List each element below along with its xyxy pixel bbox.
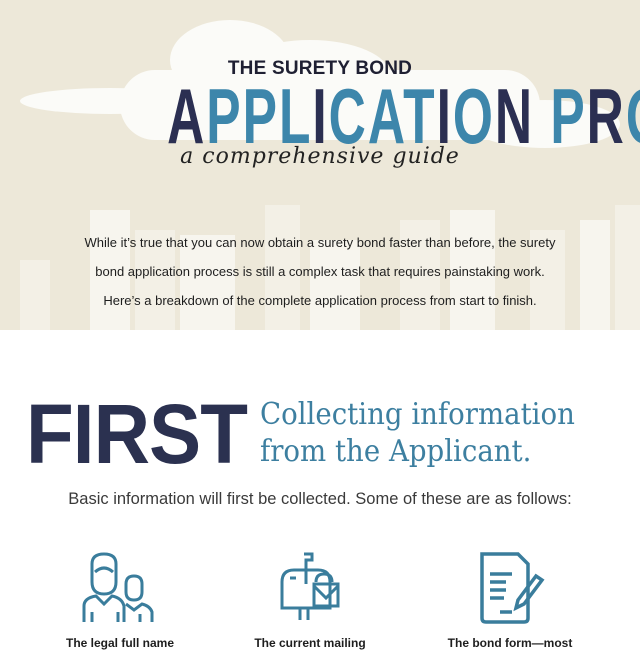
title-letter: L <box>278 72 313 160</box>
title-letter: T <box>403 72 437 160</box>
item-caption: The current mailing <box>254 636 366 650</box>
intro-line: While it’s true that you can now obtain … <box>84 235 556 250</box>
intro-line: Here’s a breakdown of the complete appli… <box>103 293 537 308</box>
title-letter: A <box>367 72 404 160</box>
people-icon <box>82 552 154 622</box>
building <box>615 205 640 330</box>
building <box>310 240 360 330</box>
info-item-mailing-address: The current mailing <box>210 552 410 650</box>
title-letter: A <box>167 72 207 160</box>
tagline: a comprehensive guide <box>180 144 460 169</box>
title-kicker: THE SURETY BOND <box>227 58 413 79</box>
step-heading: Collecting information from the Applican… <box>260 396 575 470</box>
building <box>400 220 440 330</box>
intro-line: bond application process is still a comp… <box>95 264 545 279</box>
building <box>580 220 610 330</box>
building <box>265 205 300 330</box>
document-pen-icon <box>480 552 545 624</box>
building <box>135 230 175 330</box>
main-title-text: APPLICATION PROCESS <box>167 76 640 156</box>
step-heading-line: from the Applicant. <box>260 434 532 469</box>
title-letter: P <box>242 72 279 160</box>
building <box>530 230 565 330</box>
title-letter: N <box>494 72 535 160</box>
item-caption: The bond form—most <box>447 636 573 650</box>
building <box>450 210 495 330</box>
title-letter: I <box>312 72 329 160</box>
info-item-legal-name: The legal full name <box>20 552 220 650</box>
cloud-shape <box>120 70 540 140</box>
title-letter: C <box>328 72 368 160</box>
hero-banner: THE SURETY BOND APPLICATION PROCESS a co… <box>0 0 640 330</box>
title-letter: O <box>626 72 640 160</box>
title-letter: P <box>550 72 587 160</box>
item-caption: The legal full name <box>65 636 175 650</box>
building <box>180 235 235 330</box>
step-subtitle: Basic information will first be collecte… <box>68 490 572 508</box>
main-title: APPLICATION PROCESS <box>0 76 640 156</box>
title-letter: P <box>206 72 243 160</box>
title-letter: O <box>452 72 495 160</box>
building <box>90 210 130 330</box>
building <box>20 260 50 330</box>
mailbox-icon <box>280 552 340 620</box>
step-number-word: FIRST <box>26 387 248 481</box>
title-letter: R <box>586 72 626 160</box>
intro-paragraph: While it’s true that you can now obtain … <box>40 228 600 315</box>
info-item-bond-form: The bond form—most <box>410 552 610 650</box>
step-heading-line: Collecting information <box>260 397 575 432</box>
title-letter: I <box>436 72 453 160</box>
